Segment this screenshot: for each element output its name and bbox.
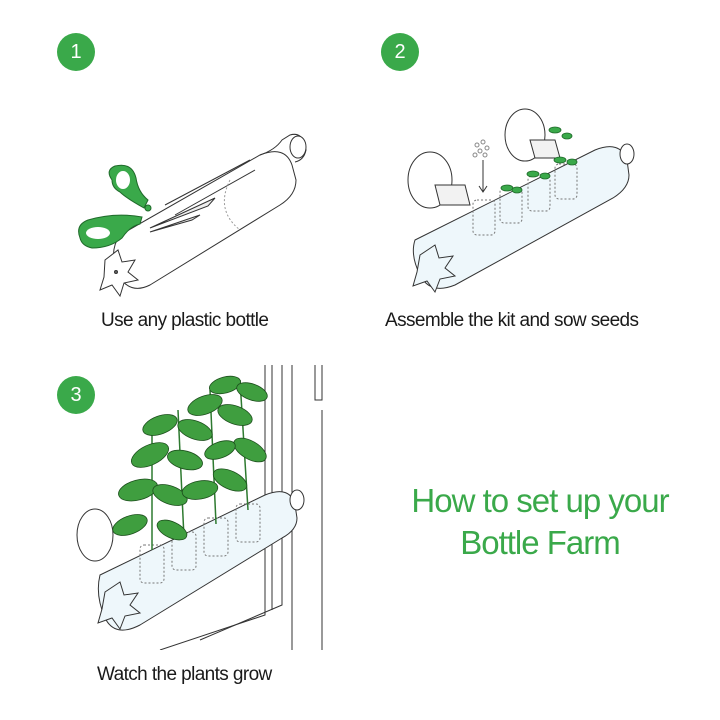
step-2-badge: 2 [381, 33, 419, 71]
title-line-1: How to set up your [411, 482, 669, 519]
step-1-number: 1 [70, 41, 82, 63]
bottle-with-scissors-icon [60, 120, 320, 300]
step-2-caption: Assemble the kit and sow seeds [385, 310, 639, 331]
title-line-2: Bottle Farm [460, 524, 621, 561]
step-2-number: 2 [394, 41, 406, 63]
step-1-badge: 1 [57, 33, 95, 71]
bottle-farm-with-basil-on-window-icon [60, 360, 340, 650]
bottle-farm-kit-with-seedlings-icon [395, 100, 640, 300]
step-3-number: 3 [70, 384, 82, 406]
step-3-caption: Watch the plants grow [97, 664, 272, 685]
page-title: How to set up your Bottle Farm [360, 480, 720, 564]
step-1-caption: Use any plastic bottle [101, 310, 269, 331]
step-3-badge: 3 [57, 376, 95, 414]
